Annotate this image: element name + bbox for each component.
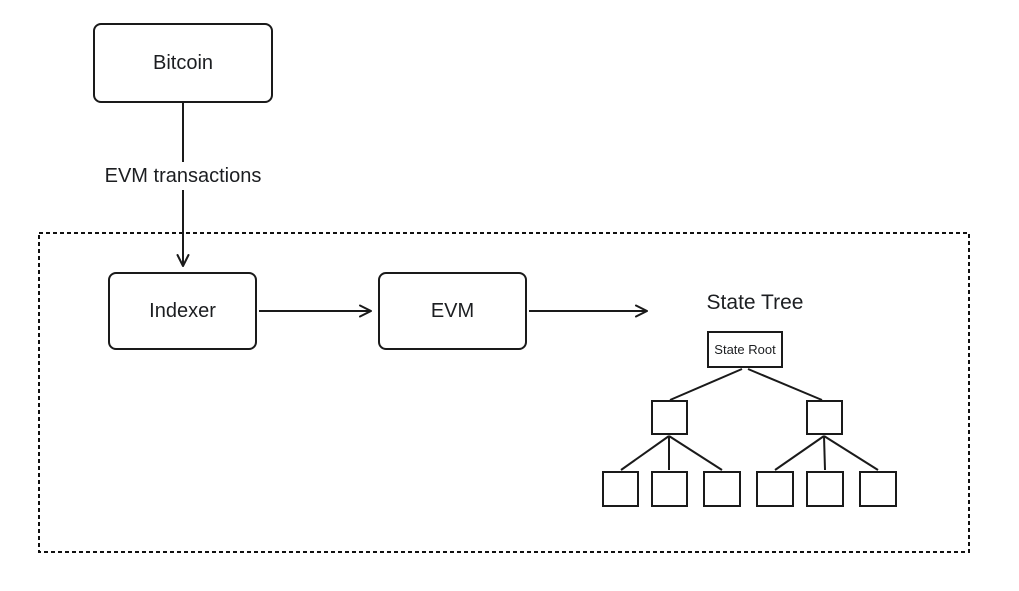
state-root-node-label: State Root [714,342,776,357]
tree-edge [669,368,743,401]
tree-edge [620,435,670,471]
tree-leaf-node [756,471,794,507]
evm-transactions-label: EVM transactions [83,162,283,190]
tree-edge [668,435,723,471]
tree-leaf-node [703,471,741,507]
state-root-node: State Root [707,331,783,368]
tree-branch-node [651,400,688,435]
tree-leaf-node [602,471,639,507]
tree-edge [823,435,826,471]
tree-edge [774,435,825,471]
tree-leaf-node [806,471,844,507]
tree-leaf-node [859,471,897,507]
tree-edge [747,368,823,401]
indexer-node-label: Indexer [149,299,216,322]
bitcoin-node-label: Bitcoin [152,51,214,74]
tree-edge [823,435,879,471]
indexer-node: Indexer [108,272,257,350]
dashed-boundary [38,232,970,553]
tree-leaf-node [651,471,688,507]
bitcoin-node: Bitcoin [93,23,273,103]
evm-node-label: EVM [430,299,475,322]
state-tree-title: State Tree [706,291,804,314]
evm-node: EVM [378,272,527,350]
tree-branch-node [806,400,843,435]
